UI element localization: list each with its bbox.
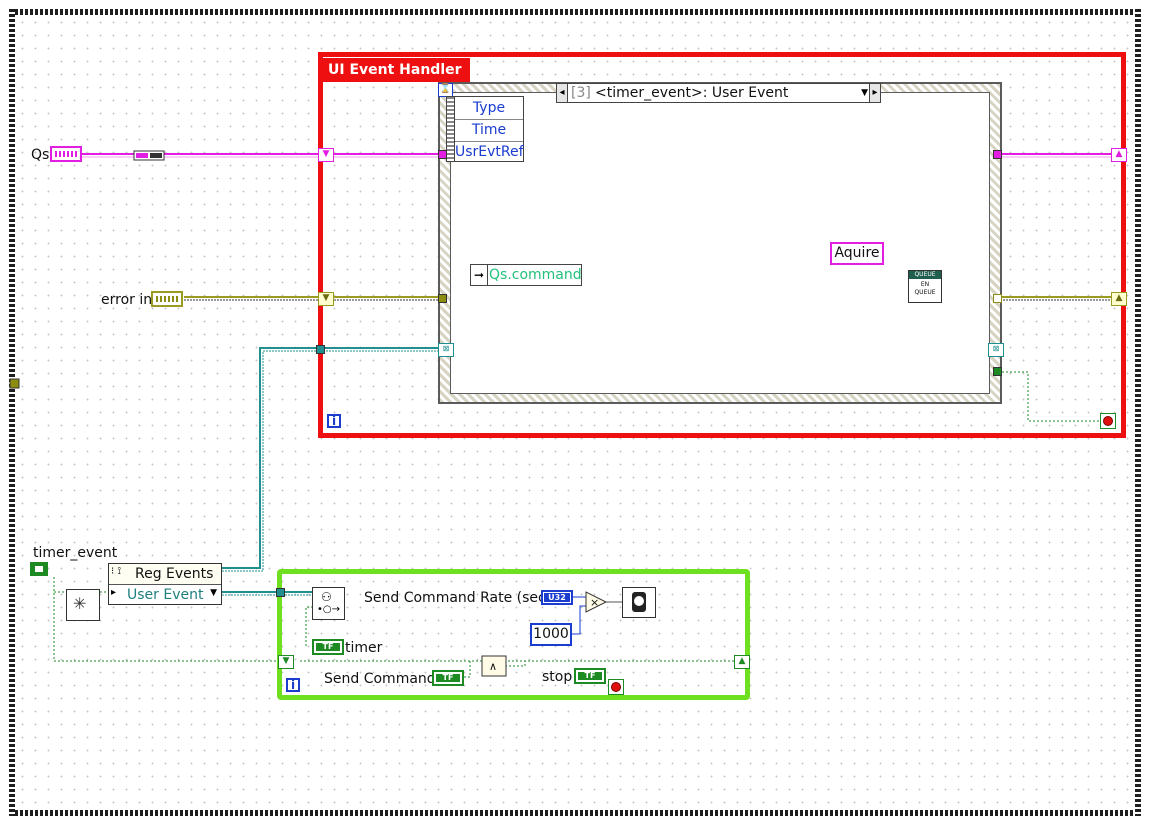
selector-next-icon[interactable]: ▸ bbox=[869, 84, 880, 102]
selector-dropdown-icon[interactable]: ▼ bbox=[861, 88, 868, 98]
qs-shift-register-left[interactable]: ▼ bbox=[318, 148, 334, 162]
create-user-event-node[interactable]: ✳ bbox=[66, 589, 100, 621]
timer-label: timer bbox=[345, 640, 383, 656]
wait-ms-node[interactable] bbox=[622, 587, 656, 618]
user-event-tunnel bbox=[276, 588, 285, 597]
enqueue-header: QUEUE bbox=[909, 271, 941, 279]
generate-user-event-node[interactable]: ⚇ •○→ bbox=[312, 587, 345, 620]
reg-events-label: Reg Events bbox=[135, 566, 214, 582]
event-data-time: Time bbox=[455, 119, 523, 142]
aquire-string-constant[interactable]: Aquire bbox=[830, 242, 884, 265]
stop-type: TF bbox=[578, 672, 602, 680]
frame-border-bottom bbox=[10, 810, 1140, 816]
timer-event-label: timer_event bbox=[33, 545, 118, 561]
numeric-wires bbox=[572, 596, 622, 635]
event-reg-tunnel bbox=[316, 345, 325, 354]
event-data-type: Type bbox=[455, 97, 523, 120]
timer-shift-register-left[interactable]: ▼ bbox=[278, 655, 294, 669]
event-selector[interactable]: ◂ [3] <timer_event>: User Event ▼ ▸ bbox=[556, 83, 881, 103]
timer-indicator-terminal[interactable]: TF bbox=[312, 639, 344, 655]
send-command-terminal[interactable]: TF bbox=[432, 670, 464, 686]
send-command-rate-label: Send Command Rate (sec) bbox=[364, 590, 552, 606]
selector-prev-icon[interactable]: ◂ bbox=[557, 84, 568, 102]
multiply-node bbox=[585, 591, 608, 613]
register-events-node[interactable]: ⁝ ⟟ Reg Events ▸ User Event ▼ bbox=[108, 563, 222, 605]
error-in-label: error in bbox=[101, 292, 153, 308]
bool-tunnel-right bbox=[993, 367, 1002, 376]
event-timeout-terminal: ⌛ bbox=[438, 83, 453, 97]
timer-loop-stop-terminal[interactable] bbox=[608, 679, 624, 695]
send-command-type: TF bbox=[436, 674, 460, 682]
timer-type: TF bbox=[316, 643, 340, 651]
timer-loop-iteration-icon: i bbox=[286, 678, 300, 692]
reg-events-dropdown-icon[interactable]: ▼ bbox=[210, 588, 217, 598]
rate-type: U32 bbox=[544, 593, 570, 602]
qs-tunnel-right bbox=[993, 150, 1002, 159]
event-index: [3] bbox=[571, 85, 591, 101]
dynamic-event-terminal-right: ⊠ bbox=[988, 343, 1004, 357]
frame-border-right bbox=[1135, 9, 1141, 816]
stop-control-terminal[interactable]: TF bbox=[574, 668, 606, 684]
ui-loop-title: UI Event Handler bbox=[320, 58, 470, 82]
user-event-wire bbox=[222, 591, 318, 596]
unbundle-field: Qs.command bbox=[489, 267, 582, 283]
timer-loop[interactable] bbox=[277, 569, 750, 700]
frame-border-left bbox=[9, 9, 15, 816]
reg-events-arrow-icon: ▸ bbox=[111, 587, 117, 598]
error-shift-register-left[interactable]: ▼ bbox=[318, 292, 334, 306]
error-tunnel-right bbox=[993, 294, 1002, 303]
qs-terminal[interactable] bbox=[50, 146, 82, 162]
reg-events-user-event: User Event bbox=[127, 587, 204, 603]
qs-shift-register-right[interactable]: ▲ bbox=[1111, 148, 1127, 162]
bool-wires bbox=[53, 371, 1100, 678]
timer-event-terminal[interactable] bbox=[30, 562, 48, 576]
error-tunnel-left bbox=[438, 294, 447, 303]
send-command-label: Send Command bbox=[324, 671, 436, 687]
enqueue-body-1: EN bbox=[920, 281, 930, 288]
ui-loop-stop-terminal[interactable] bbox=[1100, 413, 1116, 429]
qs-tunnel-left bbox=[438, 150, 447, 159]
event-data-node: Type Time UsrEvtRef bbox=[446, 96, 524, 162]
rate-control-terminal[interactable]: U32 bbox=[541, 590, 573, 605]
multiply-constant[interactable]: 1000 bbox=[530, 623, 572, 646]
ui-loop-iteration-icon: i bbox=[327, 414, 341, 428]
event-selector-label: <timer_event>: User Event bbox=[595, 85, 789, 101]
svg-text:×: × bbox=[590, 596, 599, 609]
unbundle-by-name[interactable]: ➞ Qs.command bbox=[470, 264, 582, 286]
enqueue-body-2: QUEUE bbox=[914, 289, 936, 296]
svg-text:∧: ∧ bbox=[489, 660, 497, 673]
ui-event-handler-loop[interactable] bbox=[318, 52, 1126, 438]
timer-shift-register-right[interactable]: ▲ bbox=[734, 655, 750, 669]
error-shift-register-right[interactable]: ▲ bbox=[1111, 292, 1127, 306]
error-in-terminal[interactable] bbox=[151, 291, 183, 307]
unbundle-arrow-icon: ➞ bbox=[471, 265, 488, 285]
stop-label: stop bbox=[542, 669, 573, 685]
reg-events-icon: ⁝ ⟟ bbox=[111, 566, 122, 577]
frame-border-top bbox=[10, 9, 1140, 15]
event-data-usrevtref: UsrEvtRef bbox=[455, 144, 524, 160]
dynamic-event-terminal-left: ⊠ bbox=[438, 343, 454, 357]
qs-label: Qs bbox=[31, 147, 50, 163]
event-reg-wire bbox=[222, 347, 438, 572]
